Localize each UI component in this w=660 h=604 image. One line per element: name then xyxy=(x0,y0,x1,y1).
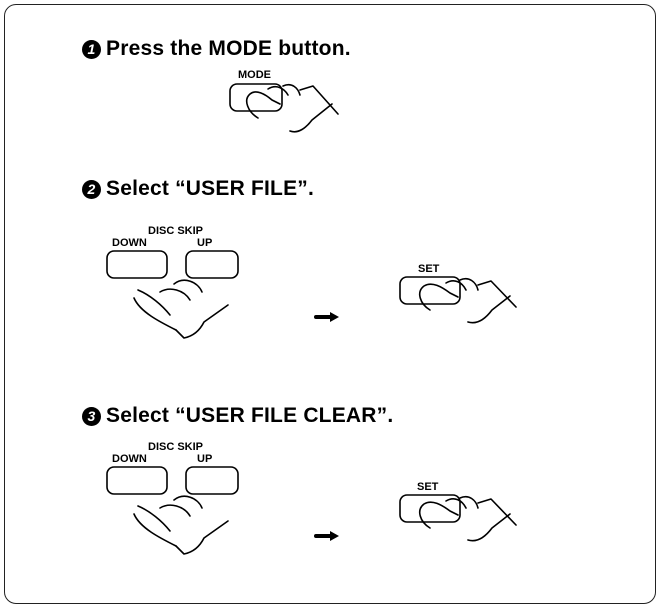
down-button-1 xyxy=(106,250,168,279)
step-1-heading: 1 Press the MODE button. xyxy=(82,37,351,61)
mode-button-label: MODE xyxy=(238,69,271,81)
down-button-2 xyxy=(106,466,168,495)
disc-skip-label-2: DISC SKIP xyxy=(148,441,204,453)
set-button-label-1: SET xyxy=(418,263,440,275)
step-2-number: 2 xyxy=(82,179,101,199)
hand-pointing-icon xyxy=(418,495,517,542)
set-button-label-2: SET xyxy=(417,481,439,493)
arrow-right-icon xyxy=(314,312,339,322)
down-button-label-2: DOWN xyxy=(112,453,147,465)
step-3-number: 3 xyxy=(82,406,101,426)
set-button-2 xyxy=(399,494,461,523)
hand-pointing-icon xyxy=(246,83,339,133)
hand-pointing-icon xyxy=(418,277,517,324)
step-2-heading: 2 Select “USER FILE”. xyxy=(82,177,314,201)
arrow-right-icon xyxy=(314,531,339,541)
hand-pointing-icon xyxy=(133,495,229,555)
up-button-2 xyxy=(185,466,239,495)
set-button-1 xyxy=(399,276,461,305)
down-button-label-1: DOWN xyxy=(112,237,147,249)
step-2-text: Select “USER FILE”. xyxy=(106,177,315,200)
step-1-text: Press the MODE button. xyxy=(106,37,351,60)
step-3-text: Select “USER FILE CLEAR”. xyxy=(106,404,394,427)
up-button-1 xyxy=(185,250,239,279)
hand-pointing-icon xyxy=(133,279,229,339)
up-button-label-1: UP xyxy=(197,237,213,249)
disc-skip-label-1: DISC SKIP xyxy=(148,225,204,237)
step-1-number: 1 xyxy=(82,39,101,59)
mode-button xyxy=(229,83,283,112)
up-button-label-2: UP xyxy=(197,453,213,465)
step-3-heading: 3 Select “USER FILE CLEAR”. xyxy=(82,404,393,428)
